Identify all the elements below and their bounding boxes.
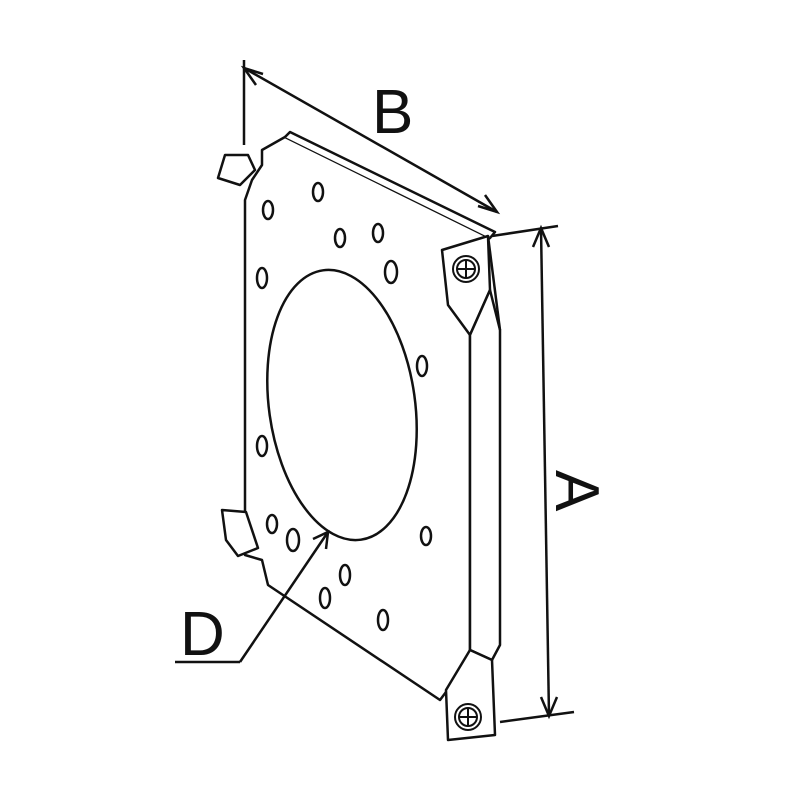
screw-top-icon — [452, 255, 480, 283]
mounting-holes — [255, 181, 433, 632]
dimension-a — [491, 224, 575, 724]
screw-bottom-icon — [454, 703, 482, 731]
left-tabs — [216, 153, 260, 558]
dimension-a-label: A — [542, 470, 611, 512]
dimension-d-leader — [175, 529, 330, 664]
dimension-b — [240, 60, 501, 215]
dimension-b-label: B — [372, 78, 413, 147]
dimension-d-label: D — [180, 600, 225, 669]
central-opening — [266, 268, 418, 542]
